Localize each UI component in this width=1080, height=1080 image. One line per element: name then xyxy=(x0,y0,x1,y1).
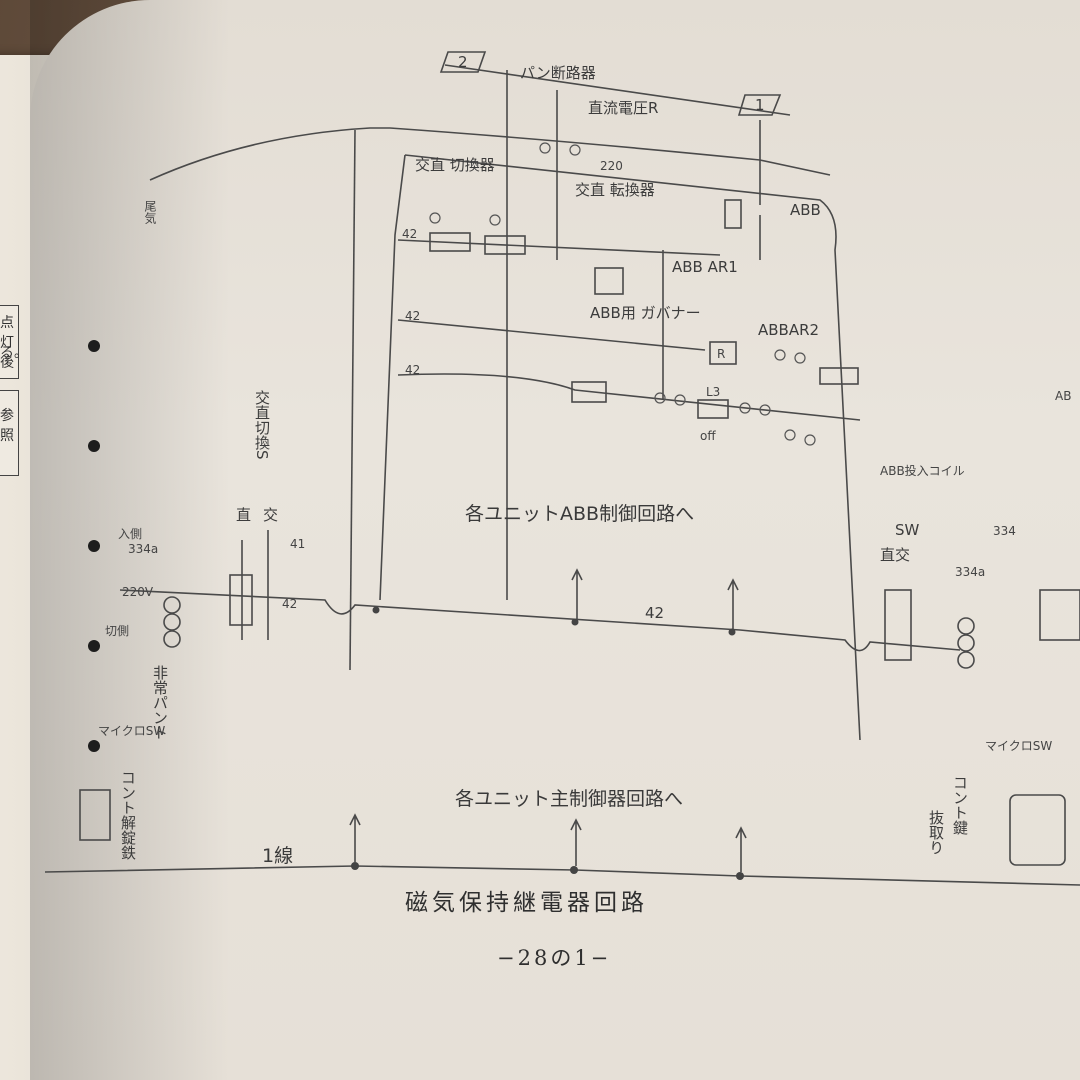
key-switch-body xyxy=(1009,794,1066,866)
right-relay-body xyxy=(1039,589,1080,641)
sw-label: SW xyxy=(895,521,920,539)
l3-label: L3 xyxy=(706,385,720,399)
dc-label: 直 xyxy=(236,506,251,524)
pan-breaker-number: 2 xyxy=(458,53,468,71)
v220-left-label: 220V xyxy=(122,585,154,599)
l3-contact-box xyxy=(697,399,729,419)
page-number: −28の1− xyxy=(497,946,611,970)
abbar2-label: ABBAR2 xyxy=(758,321,819,339)
ac-dc-transfer-label: 交直 転換器 xyxy=(575,181,655,199)
wire-number: 41 xyxy=(290,537,305,551)
r-relay-label: R xyxy=(717,347,725,361)
micro-switch-body xyxy=(79,789,111,841)
wire-number: 42 xyxy=(402,227,417,241)
switch-lines xyxy=(241,530,269,640)
left-edge-text: 尾気 xyxy=(143,200,157,225)
dc-relay-number-icon: 1 xyxy=(737,94,782,116)
right-coil-icon xyxy=(957,617,975,669)
relay-contact-box xyxy=(429,232,471,252)
v220-label: 220 xyxy=(600,159,623,173)
pan-breaker-label: パン断路器 xyxy=(520,64,596,82)
cont-unlock-label: コント解錠鉄 xyxy=(119,770,137,860)
micro-sw-label: マイクロSW xyxy=(98,724,165,738)
up-arrow xyxy=(735,826,747,872)
line-1 xyxy=(44,865,1080,886)
up-arrow xyxy=(727,578,739,630)
emergency-pant-label: 非常パント xyxy=(151,665,169,740)
wire-number: 42 xyxy=(405,363,420,377)
r-relay-box xyxy=(709,341,737,365)
relay-contact-box xyxy=(819,367,859,385)
ac-dc-switch-label: 交直切換S xyxy=(253,389,271,459)
pan-breaker-number-icon: 2 xyxy=(439,51,487,73)
abb-coil-label: ABB投入コイル xyxy=(880,463,965,478)
up-arrow xyxy=(349,813,361,862)
line-1-label: 1線 xyxy=(262,845,293,867)
in-side-label: 入側 xyxy=(118,527,142,541)
cont-key-label: コント鍵 xyxy=(951,775,969,836)
left-note-text: る。 xyxy=(0,345,28,361)
governor-symbol xyxy=(594,267,624,295)
up-arrow xyxy=(571,568,583,622)
main-control-annotation: 各ユニット主制御器回路へ xyxy=(455,788,683,810)
diagram-title: 磁気保持継電器回路 xyxy=(405,890,648,916)
dc-voltage-relay-label: 直流電圧R xyxy=(588,99,658,117)
off-label: off xyxy=(700,429,716,443)
dc-ac-label: 直交 xyxy=(880,546,910,564)
wire-number: 42 xyxy=(645,604,664,622)
dc-relay-number: 1 xyxy=(755,96,765,114)
wire-number: 42 xyxy=(282,597,297,611)
relay-row-1 xyxy=(397,239,721,256)
abb-ar1-label: ABB AR1 xyxy=(672,258,738,276)
binding-spiral xyxy=(88,340,102,800)
contact-circles xyxy=(429,142,816,446)
pantograph-coil-icon xyxy=(163,596,181,648)
switch-body xyxy=(229,574,253,626)
wire-number: 334 xyxy=(993,524,1016,538)
abb-label: ABB xyxy=(790,201,821,219)
left-note-text: 点灯後 xyxy=(0,315,14,371)
left-note-box: 参照 xyxy=(0,390,19,476)
remove-label: 抜取り xyxy=(927,810,945,855)
right-micro-sw-label: マイクロSW xyxy=(985,739,1052,753)
diagram-page xyxy=(30,0,1080,1080)
bus-42 xyxy=(119,589,961,652)
right-switch-body xyxy=(884,589,912,661)
abb-control-annotation: 各ユニットABB制御回路へ xyxy=(465,503,694,525)
wire-number: 42 xyxy=(405,309,420,323)
outer-loop-top xyxy=(149,127,831,181)
left-note-text: 参照 xyxy=(0,408,14,444)
off-side-label: 切側 xyxy=(105,624,129,638)
relay-row-3 xyxy=(397,373,861,421)
outer-loop-left xyxy=(349,129,356,671)
abb-governor-label: ABB用 ガバナー xyxy=(590,304,701,322)
up-arrow xyxy=(570,818,582,866)
wire-number: 334a xyxy=(955,565,985,579)
inner-loop-right xyxy=(404,154,861,741)
ac-dc-switcher-label: 交直 切換器 xyxy=(415,156,495,174)
top-bus-line xyxy=(444,64,791,116)
wire-number: 334a xyxy=(128,542,158,556)
ab-cut-label: AB xyxy=(1055,389,1071,403)
ac-label: 交 xyxy=(263,506,278,524)
relay-contact-box xyxy=(724,199,742,229)
relay-contact-box xyxy=(571,381,607,403)
relay-row-2 xyxy=(397,319,706,351)
relay-contact-box xyxy=(484,235,526,255)
inner-loop-left xyxy=(379,154,406,601)
left-note-box: 点灯後 る。 xyxy=(0,305,28,379)
